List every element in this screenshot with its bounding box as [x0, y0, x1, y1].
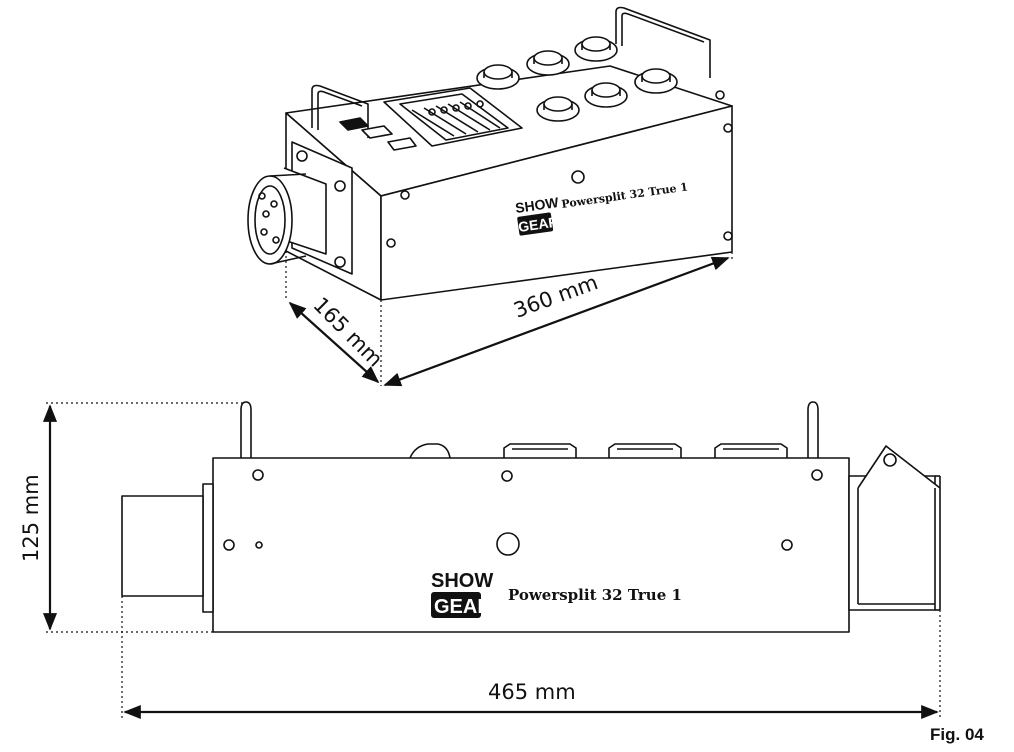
- side-model-label: Powersplit 32 True 1: [508, 586, 682, 604]
- iso-dimensions: [285, 251, 733, 387]
- outlet-sockets: [476, 36, 678, 122]
- iso-brand-top: SHOW: [514, 194, 560, 216]
- height-label: 125 mm: [19, 474, 43, 562]
- side-handle-right: [807, 401, 819, 458]
- side-brand-bottom: GEAR: [434, 596, 492, 618]
- iso-depth-label: 165 mm: [308, 293, 387, 372]
- figure-label: Fig. 04: [930, 725, 984, 744]
- iso-brand-bottom: GEAR: [517, 213, 559, 234]
- side-handle-left: [240, 401, 252, 458]
- side-dimensions: [42, 402, 941, 720]
- handle-left: [311, 84, 369, 138]
- total-length-label: 465 mm: [488, 680, 576, 704]
- side-brand-top: SHOW: [431, 570, 493, 592]
- side-output-connector: [848, 475, 936, 611]
- side-input-flange: [202, 483, 214, 613]
- handle-right: [615, 6, 711, 78]
- iso-depth-dimension-line: [288, 301, 380, 384]
- input-connector: [283, 167, 327, 255]
- iso-length-dimension-line: [383, 256, 730, 387]
- side-view: SHOW GEAR Powersplit 32 True 1: [121, 401, 941, 633]
- isometric-view: SHOW GEAR Powersplit 32 True 1: [247, 6, 733, 301]
- side-box-body: [212, 457, 850, 633]
- side-input-plug: [121, 495, 204, 597]
